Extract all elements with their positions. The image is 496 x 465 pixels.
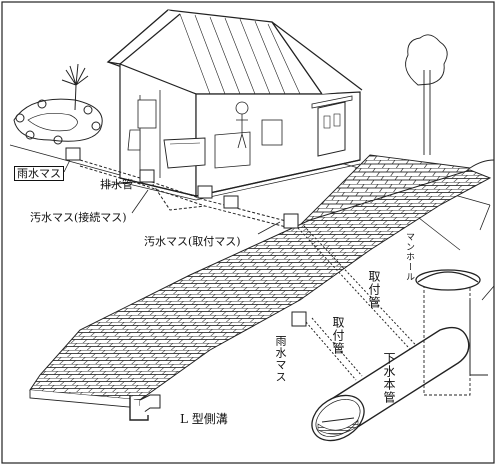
palm-plant [61,63,89,111]
inlet-box [139,169,155,183]
inlet-box [197,185,213,199]
sewer-main-pipe [311,326,470,442]
label-sewage-inlet-connection: 汚水マス(接続マス) [30,211,127,224]
leader-lines [63,159,281,235]
tree [405,34,448,155]
inlets [65,147,307,327]
label-rain-inlet-street: 雨水マス [274,335,287,383]
drain-pipes [79,159,291,229]
label-l-gutter: L 型側溝 [180,412,228,426]
label-rain-inlet: 雨水マス [14,166,64,181]
street-rain-inlet-box [291,311,307,327]
service-pipes [297,225,427,381]
rain-inlet-box [65,147,81,161]
garden-pond [13,98,103,145]
house [106,9,363,201]
l-gutter [129,394,161,421]
label-drain-pipe: 排水管 [100,178,133,191]
label-sewage-inlet-service: 汚水マス(取付マス) [144,235,241,248]
sewage-inlet-connection-box [223,195,239,209]
manhole [415,204,495,396]
label-manhole: マンホール [404,232,414,282]
label-sewer-main: 下水本管 [382,352,396,404]
label-service-pipe-lower: 取付管 [331,316,345,355]
sewage-inlet-service-box [283,213,299,229]
label-service-pipe-upper: 取付管 [367,270,381,309]
